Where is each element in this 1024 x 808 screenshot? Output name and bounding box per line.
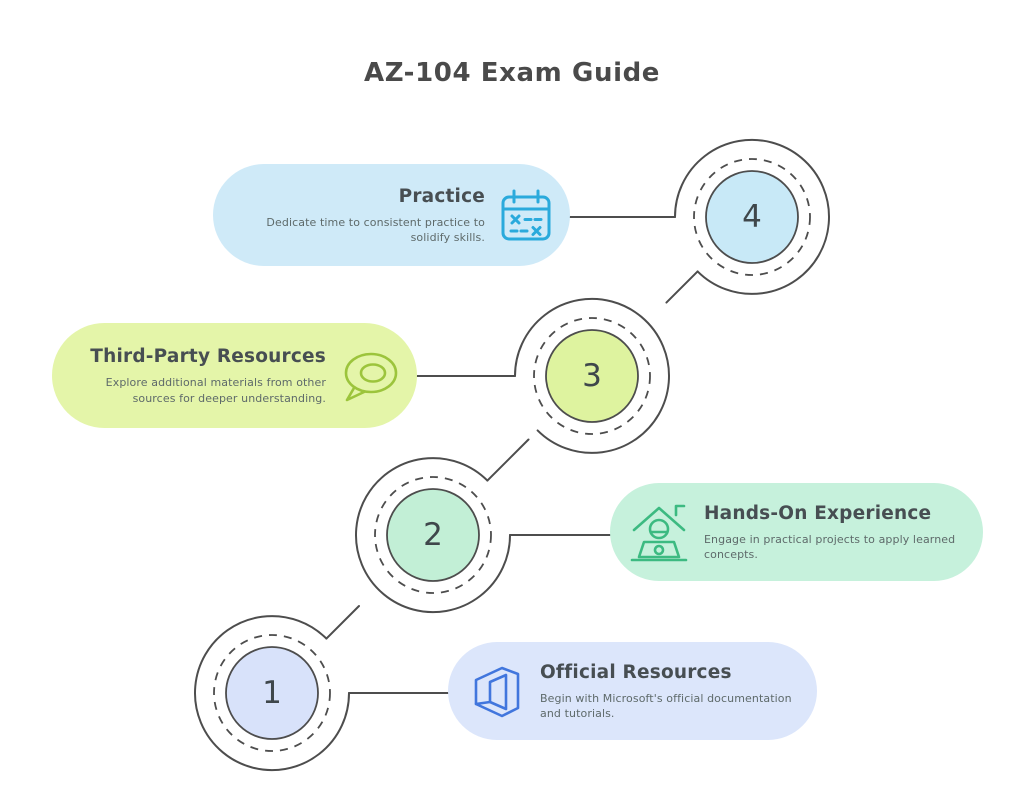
step-outer-ring	[355, 457, 511, 614]
pill-title: Practice	[398, 185, 485, 207]
step-filled-circle	[545, 329, 639, 423]
pill-title: Official Resources	[540, 661, 732, 683]
step-outer-ring	[674, 138, 830, 295]
step-number-1: 1	[262, 675, 282, 711]
step-number-3: 3	[582, 358, 602, 394]
step-dashed-circle	[374, 476, 492, 594]
pill-practice-text: Practice Dedicate time to consistent pra…	[239, 185, 485, 246]
page-title: AZ-104 Exam Guide	[363, 58, 661, 88]
pill-official-resources: Official Resources Begin with Microsoft'…	[448, 642, 817, 740]
pill-description: Engage in practical projects to apply le…	[704, 532, 956, 562]
pill-description: Begin with Microsoft's official document…	[540, 691, 792, 721]
step-filled-circle	[386, 488, 480, 582]
step-diagonal-connector	[665, 270, 699, 304]
pill-official-text: Official Resources Begin with Microsoft'…	[540, 661, 793, 722]
step-diagonal-connector	[486, 438, 530, 482]
step-dashed-circle	[533, 317, 651, 435]
step-filled-circle	[225, 646, 319, 740]
speech-bubble-icon	[344, 352, 398, 401]
step-diagonal-connector	[325, 605, 360, 640]
office-logo-icon	[474, 666, 520, 718]
pill-practice: Practice Dedicate time to consistent pra…	[213, 164, 570, 266]
step-dashed-circle	[693, 158, 811, 276]
work-from-home-icon	[630, 504, 688, 562]
pill-hands-on-text: Hands-On Experience Engage in practical …	[704, 502, 959, 563]
step-outer-ring	[514, 297, 670, 454]
step-number-2: 2	[423, 517, 443, 553]
pill-hands-on-experience: Hands-On Experience Engage in practical …	[610, 483, 983, 581]
step-filled-circle	[705, 170, 799, 264]
step-number-4: 4	[742, 199, 762, 235]
step-outer-ring	[194, 615, 350, 772]
pill-title: Third-Party Resources	[90, 346, 326, 368]
pill-third-party-resources: Third-Party Resources Explore additional…	[52, 323, 417, 428]
pill-description: Explore additional materials from other …	[105, 376, 326, 405]
calendar-icon	[501, 189, 551, 241]
step-dashed-circle	[213, 634, 331, 752]
pill-title: Hands-On Experience	[704, 502, 932, 524]
pill-description: Dedicate time to consistent practice to …	[266, 215, 485, 245]
pill-third-party-text: Third-Party Resources Explore additional…	[78, 345, 326, 406]
